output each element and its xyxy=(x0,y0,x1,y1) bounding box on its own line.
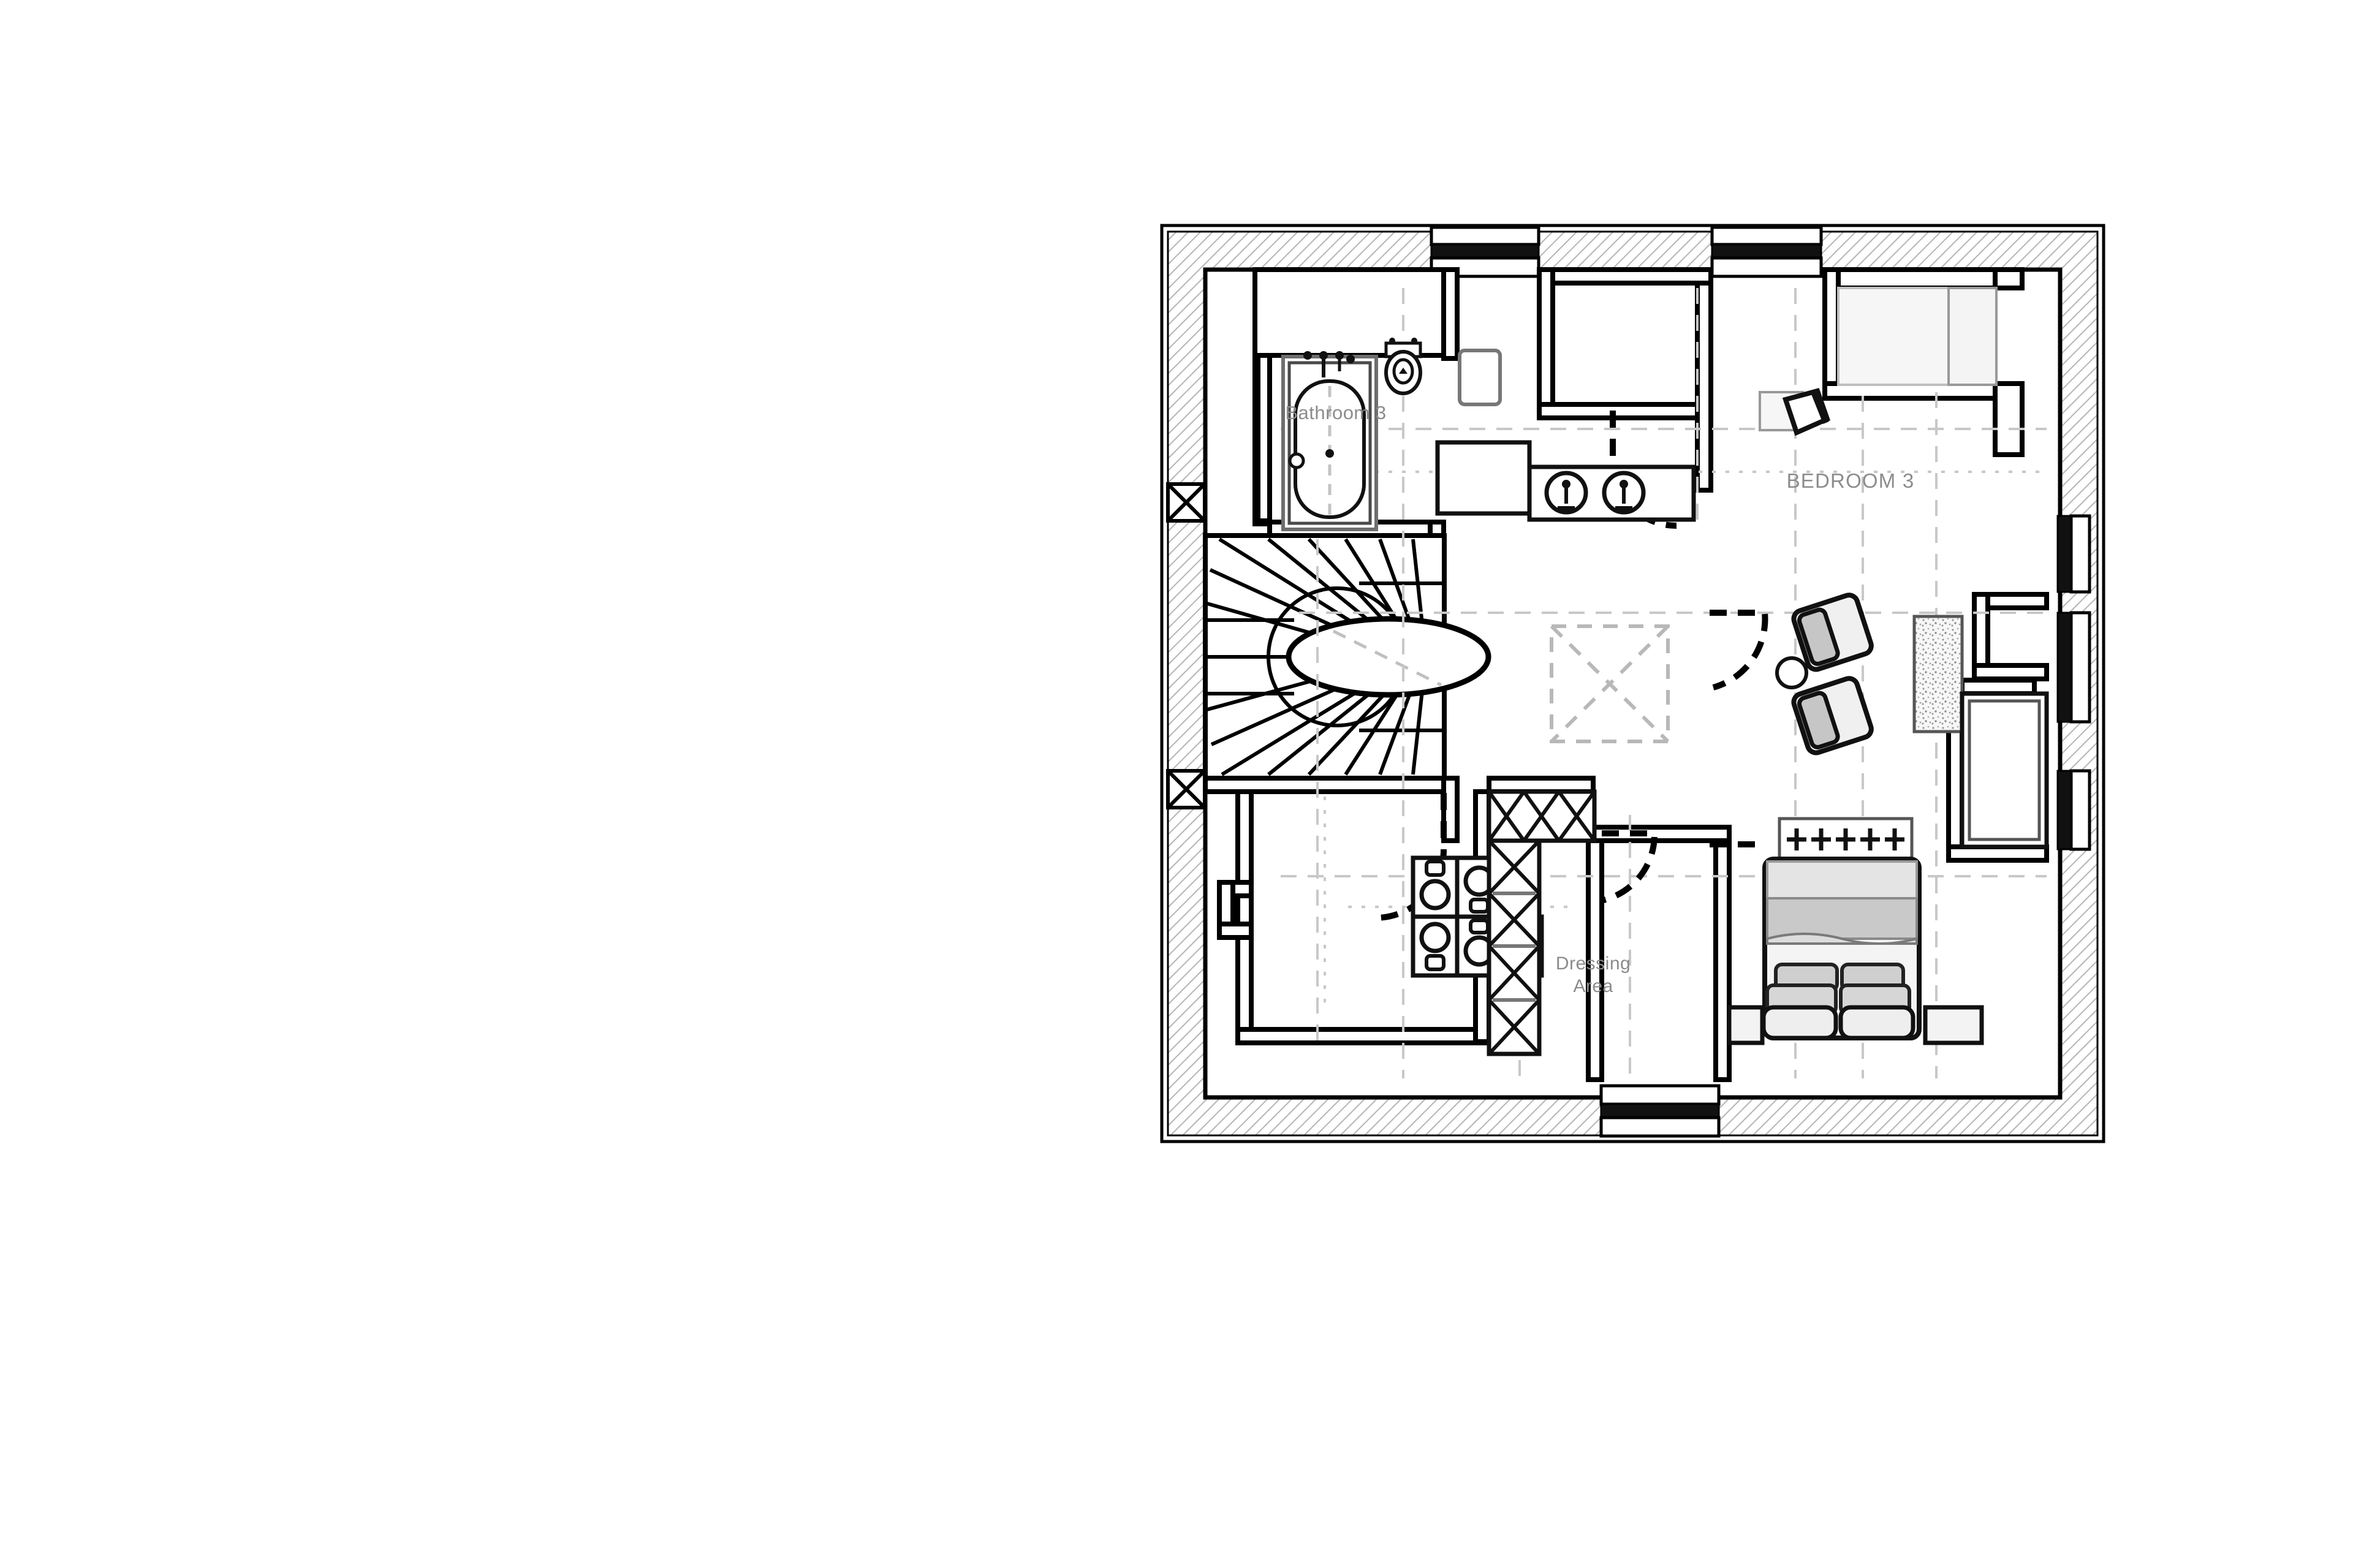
nightstand-right xyxy=(1923,1005,1984,1045)
basin-right xyxy=(1602,471,1646,515)
column-marker-group xyxy=(1166,482,1207,809)
bedroom-chair xyxy=(1782,388,1830,436)
room-label-bedroom-3: BEDROOM 3 xyxy=(1786,469,1915,492)
window-right-upper xyxy=(2056,514,2091,594)
shelf-bedroom-upper xyxy=(1947,287,1998,386)
winder-staircase xyxy=(1203,533,1491,781)
wardrobe-run-vertical xyxy=(1487,838,1542,1056)
bathroom-cabinet xyxy=(1458,349,1502,406)
double-bed xyxy=(1761,857,1922,1040)
wardrobe-run-horizontal xyxy=(1487,789,1597,843)
door-bedroom xyxy=(1710,610,1768,691)
wc-unit-3 xyxy=(1411,914,1460,978)
window-bottom xyxy=(1599,1084,1721,1138)
bathtub xyxy=(1281,351,1378,531)
shelf-bedroom-right xyxy=(1960,691,2049,849)
room-label-dressing-area: Dressing Area xyxy=(1555,953,1631,996)
wc-unit-1 xyxy=(1411,855,1460,919)
toilet xyxy=(1384,338,1422,395)
armchair-upper xyxy=(1791,593,1874,672)
column-marker-lower xyxy=(1166,769,1207,809)
door-dressing xyxy=(1599,830,1658,904)
window-top-right xyxy=(1710,225,1823,278)
side-table-round xyxy=(1775,656,1808,689)
column-marker-upper xyxy=(1166,482,1207,523)
fireplace xyxy=(1912,615,1964,733)
room-label-bathroom-3: Bathroom 3 xyxy=(1285,402,1387,423)
nightstand-left xyxy=(1727,1005,1765,1045)
headboard xyxy=(1778,817,1914,861)
window-right-lower xyxy=(2056,769,2091,851)
ceiling-feature-x xyxy=(1550,624,1670,743)
bed-pillows xyxy=(1761,963,1915,1040)
basin-left xyxy=(1544,471,1588,515)
interior-walls xyxy=(1203,267,2049,1082)
vanity-counter xyxy=(1435,440,1696,522)
bath-taps xyxy=(1303,351,1355,377)
armchair-lower xyxy=(1791,676,1874,756)
window-right-middle xyxy=(2056,611,2091,724)
